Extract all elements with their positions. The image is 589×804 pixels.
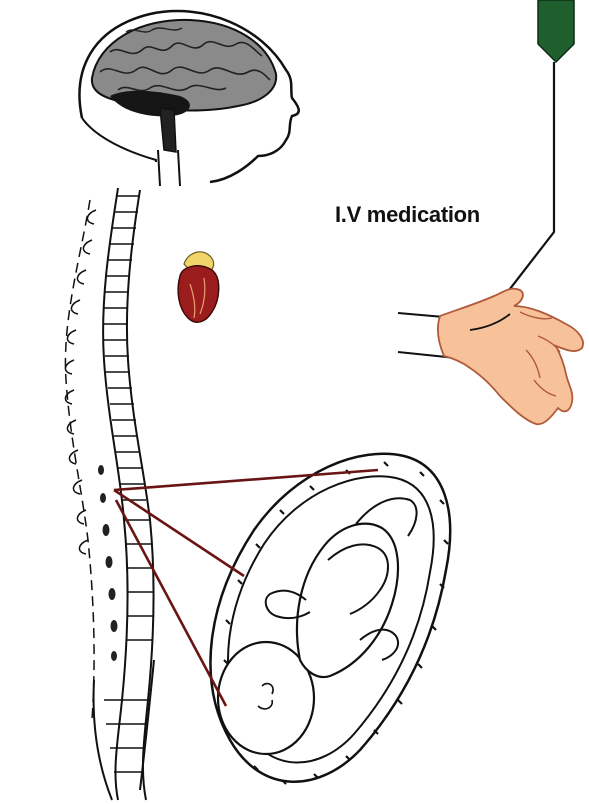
uterus-fetus-icon (210, 454, 450, 784)
spine-icon (65, 188, 154, 800)
iv-bag-icon (538, 0, 574, 62)
heart-icon (178, 252, 219, 322)
iv-medication-label: I.V medication (335, 202, 480, 228)
hand-icon (398, 289, 583, 425)
head-brain-icon (80, 11, 299, 186)
